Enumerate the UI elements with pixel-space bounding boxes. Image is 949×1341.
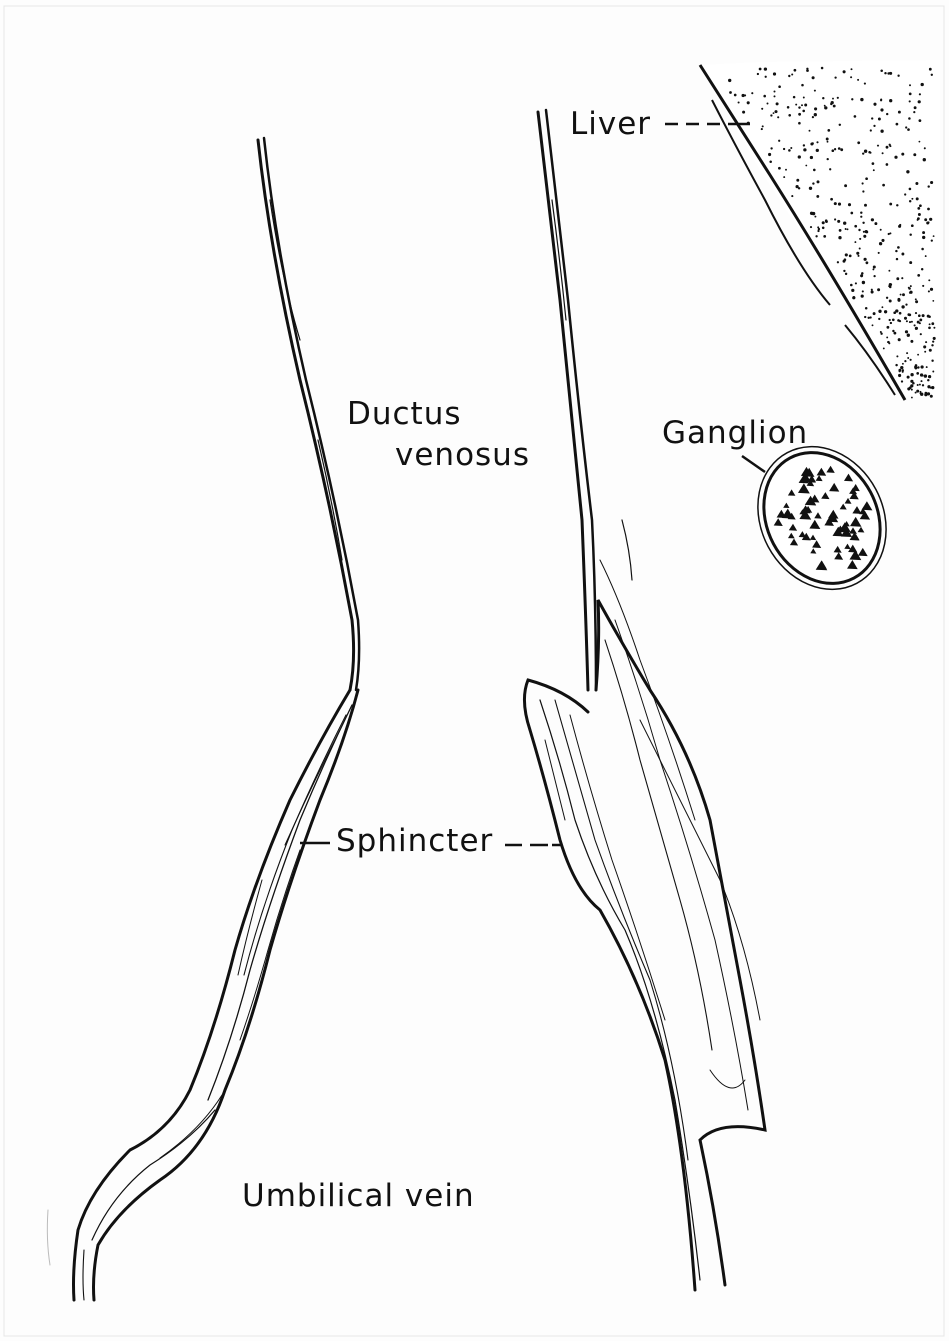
sphincter-label: Sphincter <box>336 821 493 861</box>
ductus-venosus-label-line2: venosus <box>395 435 530 475</box>
liver-tissue <box>700 60 940 400</box>
ganglion-leader <box>742 456 765 472</box>
umbilical-vein-label: Umbilical vein <box>242 1176 475 1216</box>
liver-label: Liver <box>570 104 651 144</box>
left-vessel-wall <box>47 138 359 1300</box>
ganglion-label: Ganglion <box>662 413 808 453</box>
ductus-venosus-label-line1: Ductus <box>347 394 462 434</box>
right-vessel-wall <box>524 110 765 1290</box>
